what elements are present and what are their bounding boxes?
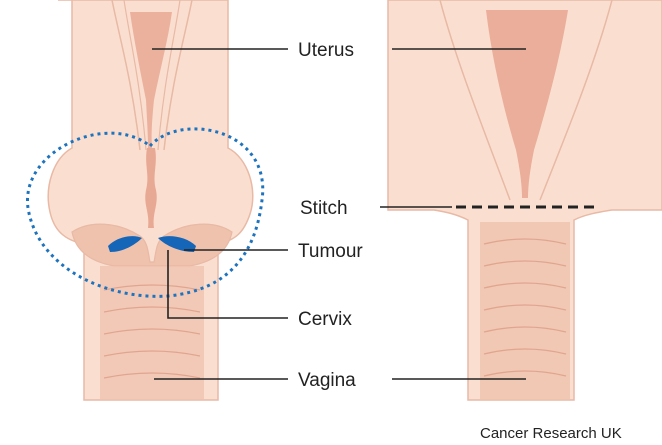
label-vagina: Vagina: [298, 370, 356, 391]
label-stitch: Stitch: [300, 198, 348, 219]
label-tumour: Tumour: [298, 241, 363, 262]
right-anatomy-illustration: [388, 0, 662, 400]
credit-text: Cancer Research UK: [480, 425, 622, 442]
label-uterus: Uterus: [298, 40, 354, 61]
label-cervix: Cervix: [298, 309, 352, 330]
left-anatomy-illustration: [27, 0, 262, 400]
left-vagina: [100, 266, 204, 400]
right-vagina: [480, 222, 570, 400]
